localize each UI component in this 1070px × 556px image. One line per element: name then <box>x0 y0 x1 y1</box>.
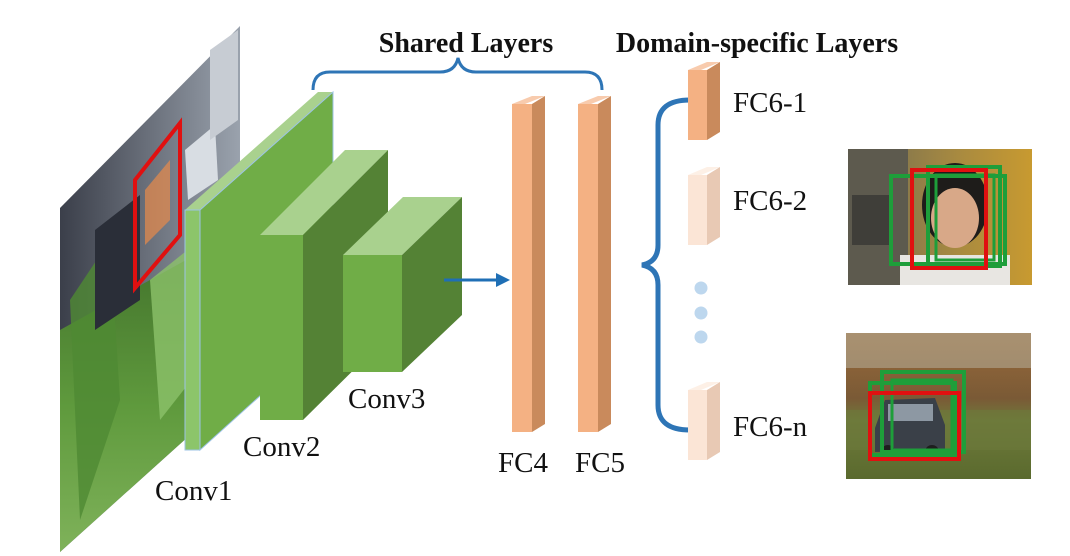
fc6-2-label: FC6-2 <box>733 185 807 217</box>
shared-layers-brace <box>311 57 604 91</box>
forward-arrow <box>444 273 510 287</box>
fc6-n-block <box>688 382 720 460</box>
fc6-2-block <box>688 167 720 245</box>
face-tracking-frame-icon <box>848 149 1032 285</box>
conv2-label: Conv2 <box>243 431 320 463</box>
domain-specific-brace <box>641 97 691 433</box>
ellipsis-dots <box>694 281 708 344</box>
fc6-1-block <box>688 62 720 140</box>
fc6-1-label: FC6-1 <box>733 87 807 119</box>
fc4-label: FC4 <box>498 447 548 479</box>
fc5-label: FC5 <box>575 447 625 479</box>
conv3-block <box>343 197 462 372</box>
domain-specific-layers-label: Domain-specific Layers <box>616 28 898 59</box>
fc5-block <box>578 96 611 432</box>
conv3-label: Conv3 <box>348 383 425 415</box>
fc4-block <box>512 96 545 432</box>
conv1-label: Conv1 <box>155 475 232 507</box>
fc6-n-label: FC6-n <box>733 411 808 443</box>
car-tracking-frame-icon <box>846 333 1031 479</box>
shared-layers-label: Shared Layers <box>379 28 554 59</box>
